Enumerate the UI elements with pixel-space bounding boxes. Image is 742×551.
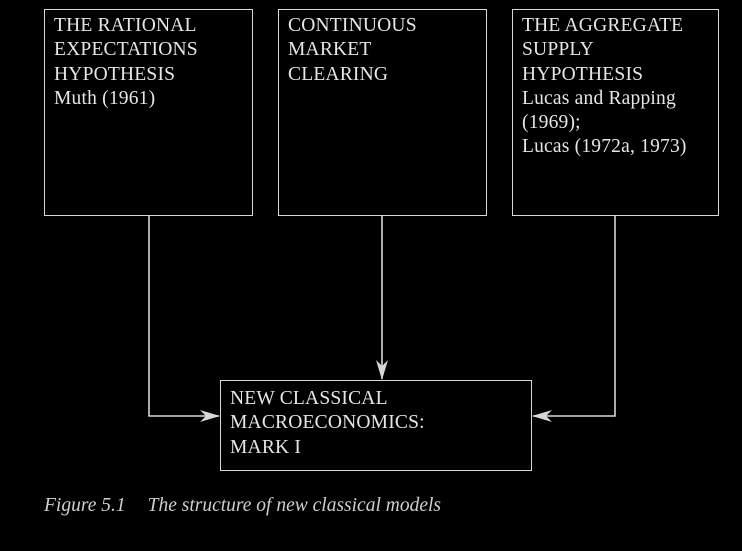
box-citation-line: Muth (1961) bbox=[54, 87, 156, 109]
rational-expectations-box: THE RATIONAL EXPECTATIONS HYPOTHESIS Mut… bbox=[44, 9, 253, 216]
continuous-market-clearing-box: CONTINUOUS MARKET CLEARING bbox=[278, 9, 487, 216]
new-classical-macroeconomics-box: NEW CLASSICAL MACROECONOMICS: MARK I bbox=[220, 380, 532, 471]
arrow-supply-to-newclassical bbox=[532, 216, 616, 422]
box-text-line: MACROECONOMICS: bbox=[230, 412, 425, 434]
box-text-line: THE RATIONAL bbox=[54, 15, 197, 36]
box-text-line: HYPOTHESIS bbox=[522, 63, 644, 85]
figure-title: The structure of new classical models bbox=[147, 495, 441, 516]
box-text-line: NEW CLASSICAL bbox=[230, 388, 388, 409]
box-text-line: MARKET bbox=[288, 39, 372, 61]
box-citation-line: Lucas and Rapping bbox=[522, 87, 676, 109]
box-text-line: EXPECTATIONS bbox=[54, 39, 198, 61]
aggregate-supply-box: THE AGGREGATE SUPPLY HYPOTHESIS Lucas an… bbox=[512, 9, 719, 216]
figure-caption: Figure 5.1 The structure of new classical… bbox=[44, 495, 441, 517]
box-text-line: MARK I bbox=[230, 436, 302, 458]
box-text-line: SUPPLY bbox=[522, 39, 594, 61]
box-citation-line: (1969); bbox=[522, 112, 581, 134]
arrow-rational-to-newclassical bbox=[148, 216, 220, 422]
box-text-line: THE AGGREGATE bbox=[522, 15, 684, 36]
box-text-line: CONTINUOUS bbox=[288, 15, 417, 36]
box-text-line: CLEARING bbox=[288, 63, 389, 85]
figure-label: Figure 5.1 bbox=[44, 495, 126, 516]
box-citation-line: Lucas (1972a, 1973) bbox=[522, 136, 687, 158]
box-text-line: HYPOTHESIS bbox=[54, 63, 176, 85]
